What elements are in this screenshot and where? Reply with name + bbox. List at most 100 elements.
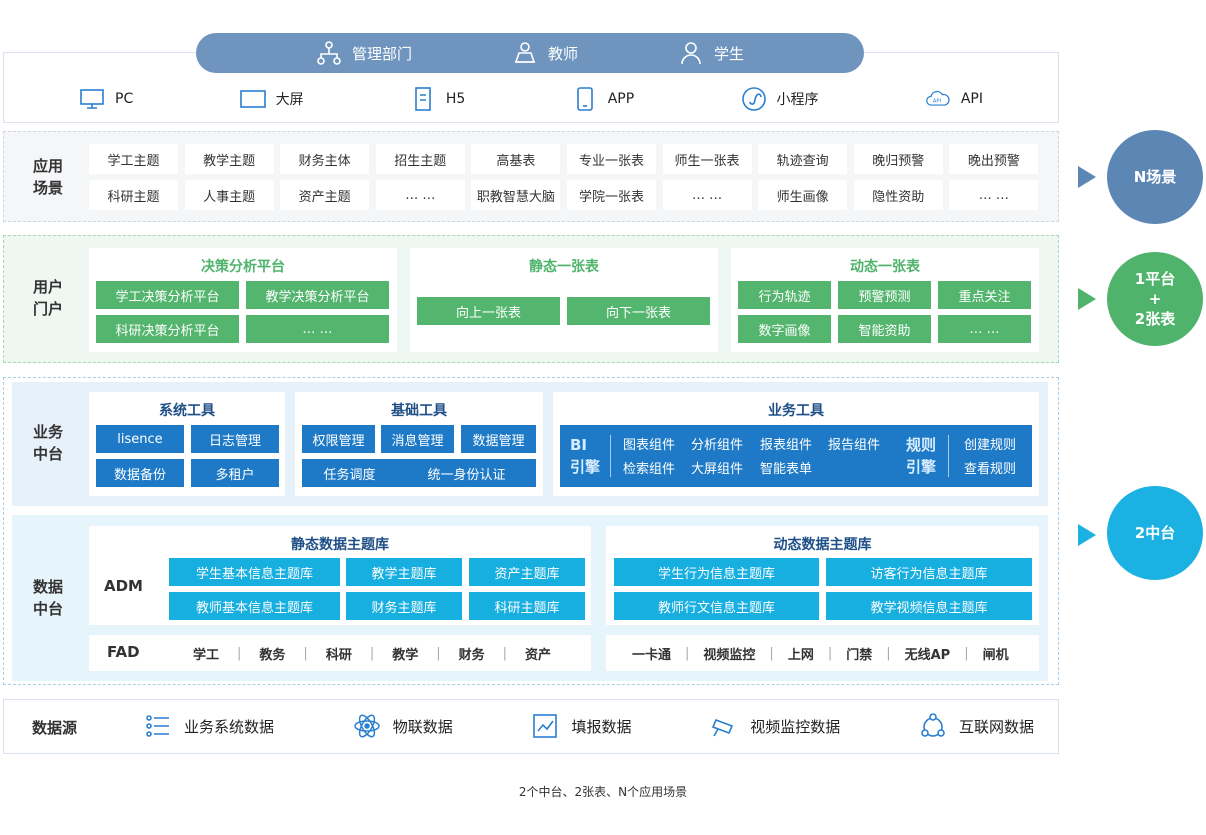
data-lib-item[interactable]: 科研主题库 [469,592,585,620]
app-scenario-item[interactable]: 人事主题 [184,180,274,210]
data-lib-item[interactable]: 访客行为信息主题库 [826,558,1032,586]
source-tag: 视频监控 [703,648,756,663]
static-table-panel: 静态一张表 向上一张表 向下一张表 [410,248,718,352]
app-scenario-item[interactable]: … … [949,180,1039,210]
portal-item[interactable]: … … [246,315,389,343]
terminal-label: APP [607,91,635,107]
svg-text:API: API [933,98,942,104]
tool-item[interactable]: 统一身份认证 [397,459,536,487]
dynamic-source-list: 一卡通|视频监控|上网|门禁|无线AP|闸机 [632,644,1009,663]
portal-item[interactable]: 智能资助 [838,315,931,343]
system-tools-panel: 系统工具 lisence 日志管理 数据备份 多租户 [89,392,285,496]
data-lib-item[interactable]: 资产主题库 [469,558,585,586]
roles-bar: 管理部门 教师 学生 [196,33,864,73]
source-tag: 教务 [259,648,286,663]
bi-item[interactable]: 大屏组件 [691,462,744,477]
panel-title: 决策分析平台 [201,259,285,275]
separator: | [436,646,441,661]
terminal-label: PC [115,91,134,107]
platform-table-circle: 1平台 + 2张表 [1107,252,1203,346]
arrow-right-icon [1078,524,1096,546]
portal-item[interactable]: … … [938,315,1031,343]
portal-item[interactable]: 向上一张表 [417,297,560,325]
portal-item[interactable]: 预警预测 [838,281,931,309]
app-scenario-item[interactable]: 专业一张表 [566,144,656,174]
app-scenario-item[interactable]: 轨迹查询 [758,144,848,174]
portal-item[interactable]: 科研决策分析平台 [96,315,239,343]
bi-item[interactable]: 报表组件 [760,438,813,453]
terminal-app: APP [572,86,634,112]
terminal-list: PC 大屏 H5 APP 小程序 API API [3,84,1059,114]
app-scenario-item[interactable]: 科研主题 [89,180,178,210]
source-tag: 闸机 [982,648,1009,663]
app-scenario-item[interactable]: 师生一张表 [662,144,752,174]
h5-page-icon [415,87,431,111]
app-scenario-item[interactable]: … … [375,180,465,210]
role-admin: 管理部门 [316,40,412,66]
tool-item[interactable]: 权限管理 [302,425,375,453]
app-scenario-item[interactable]: 招生主题 [375,144,465,174]
data-lib-item[interactable]: 教师基本信息主题库 [169,592,340,620]
app-scenario-item[interactable]: 学院一张表 [566,180,656,210]
role-label: 教师 [547,44,578,63]
separator: | [685,646,690,661]
bi-item[interactable]: 图表组件 [623,438,676,453]
portal-item[interactable]: 数字画像 [738,315,831,343]
source-tag: 无线AP [904,648,951,663]
cloud-api-icon: API [925,90,950,106]
app-scenario-item[interactable]: 高基表 [471,144,561,174]
app-scenario-item[interactable]: … … [662,180,752,210]
bi-engine-label: BI 引擎 [570,436,601,476]
tool-item[interactable]: 数据管理 [461,425,536,453]
bi-item[interactable]: 分析组件 [691,438,744,453]
source-item: 业务系统数据 [144,712,274,740]
data-source-title: 数据源 [32,719,78,737]
app-scenario-item[interactable]: 资产主题 [280,180,370,210]
portal-item[interactable]: 教学决策分析平台 [246,281,389,309]
source-item: 互联网数据 [919,712,1034,740]
app-scenario-item[interactable]: 师生画像 [758,180,848,210]
app-scenario-item[interactable]: 晚归预警 [853,144,943,174]
separator: | [502,646,508,661]
data-lib-item[interactable]: 财务主题库 [346,592,462,620]
source-tag: 财务 [458,648,485,663]
tool-item[interactable]: 多租户 [191,459,279,487]
data-lib-item[interactable]: 教学主题库 [346,558,462,586]
tool-item[interactable]: 消息管理 [381,425,454,453]
portal-item[interactable]: 重点关注 [938,281,1031,309]
app-scenario-item[interactable]: 职教智慧大脑 [471,180,561,210]
tool-item[interactable]: lisence [96,425,184,453]
rule-item[interactable]: 创建规则 [964,438,1017,453]
camera-icon [712,718,734,737]
bi-item[interactable]: 报告组件 [828,438,881,453]
data-lib-item[interactable]: 学生基本信息主题库 [169,558,340,586]
terminal-label: 大屏 [275,92,304,108]
panel-title: 静态一张表 [529,259,599,275]
portal-item[interactable]: 学工决策分析平台 [96,281,239,309]
divider [610,435,611,477]
middle-platform-layer [3,377,1059,685]
rule-item[interactable]: 查看规则 [964,462,1017,477]
dynamic-source-panel: 一卡通|视频监控|上网|门禁|无线AP|闸机 [606,635,1039,671]
data-lib-item[interactable]: 教学视频信息主题库 [826,592,1032,620]
tool-item[interactable]: 数据备份 [96,459,184,487]
source-tag: 学工 [193,648,220,663]
app-scenario-item[interactable]: 晚出预警 [949,144,1039,174]
portal-item[interactable]: 行为轨迹 [738,281,831,309]
tool-item[interactable]: 日志管理 [191,425,279,453]
panel-title: 动态数据主题库 [773,537,872,553]
trend-chart-icon [533,714,558,738]
tool-item[interactable]: 任务调度 [302,459,397,487]
portal-item[interactable]: 向下一张表 [567,297,710,325]
app-scenario-item[interactable]: 财务主体 [280,144,370,174]
terminal-api: API API [925,86,983,112]
app-scenario-item[interactable]: 教学主题 [184,144,274,174]
middle-platform-circle: 2中台 [1107,486,1203,580]
bi-item[interactable]: 检索组件 [623,462,676,477]
data-lib-item[interactable]: 学生行为信息主题库 [614,558,819,586]
app-scenario-item[interactable]: 学工主题 [89,144,178,174]
data-lib-item[interactable]: 教师行文信息主题库 [614,592,819,620]
app-scenario-item[interactable]: 隐性资助 [853,180,943,210]
bi-item[interactable]: 智能表单 [760,462,813,477]
decision-platform-panel: 决策分析平台 学工决策分析平台 教学决策分析平台 科研决策分析平台 … … [89,248,397,352]
